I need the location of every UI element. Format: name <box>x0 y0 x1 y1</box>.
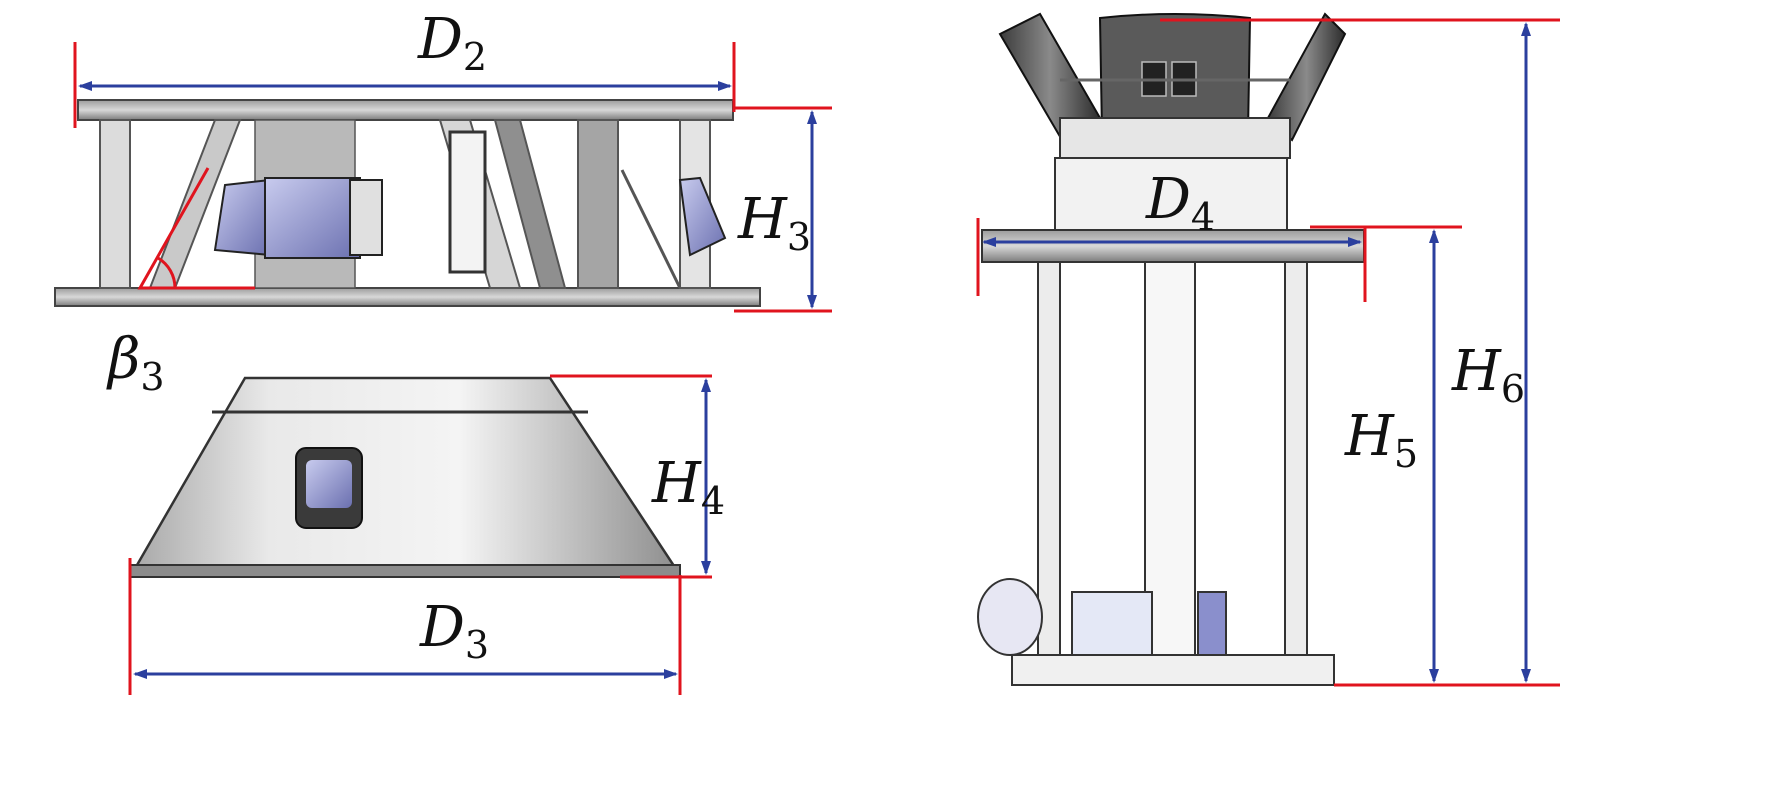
d3-label: D3 <box>419 595 489 667</box>
upper-frame-gripper-body <box>264 177 361 259</box>
base-motor <box>977 578 1043 656</box>
tower-assembly-drawing <box>976 12 1560 687</box>
d4-plate <box>981 229 1365 263</box>
upper-frame-center-strut-2 <box>493 119 567 289</box>
head-bracket <box>1059 117 1291 159</box>
cone-cover-base-rim <box>129 564 681 578</box>
base-box <box>1071 591 1153 656</box>
d2-label: D2 <box>417 7 487 79</box>
base-actuator <box>1197 591 1227 656</box>
tower-leg-right <box>1284 261 1308 658</box>
tower-base-plate <box>1011 654 1335 686</box>
upper-frame-center-slot <box>448 130 487 274</box>
h5-label: H5 <box>1344 404 1418 476</box>
cone-cover-body <box>130 376 681 574</box>
upper-frame-drawing <box>54 42 832 313</box>
cone-cover-drawing <box>128 374 712 695</box>
cone-cover-window-glass <box>306 460 352 508</box>
upper-cylinder <box>1054 157 1288 231</box>
h3-label: H3 <box>737 187 811 259</box>
beta3-angle-line <box>137 167 255 290</box>
upper-frame-mid-post <box>577 119 619 289</box>
upper-frame-bottom-plate <box>54 287 761 307</box>
upper-frame-gripper-clamp <box>349 179 383 256</box>
upper-frame-left-post <box>99 119 131 289</box>
upper-frame-top-plate <box>77 99 734 121</box>
beta3-angle-arc <box>157 256 177 289</box>
upper-frame-gripper-block <box>213 178 271 257</box>
upper-frame-right-link <box>620 169 682 289</box>
tower-leg-center <box>1144 261 1196 658</box>
tower-leg-left <box>1037 261 1061 658</box>
h6-label: H6 <box>1451 339 1525 411</box>
upper-frame-right-block <box>678 176 727 257</box>
d4-label: D4 <box>1145 167 1215 239</box>
h4-label: H4 <box>651 451 725 523</box>
beta3-label: β3 <box>106 327 165 399</box>
